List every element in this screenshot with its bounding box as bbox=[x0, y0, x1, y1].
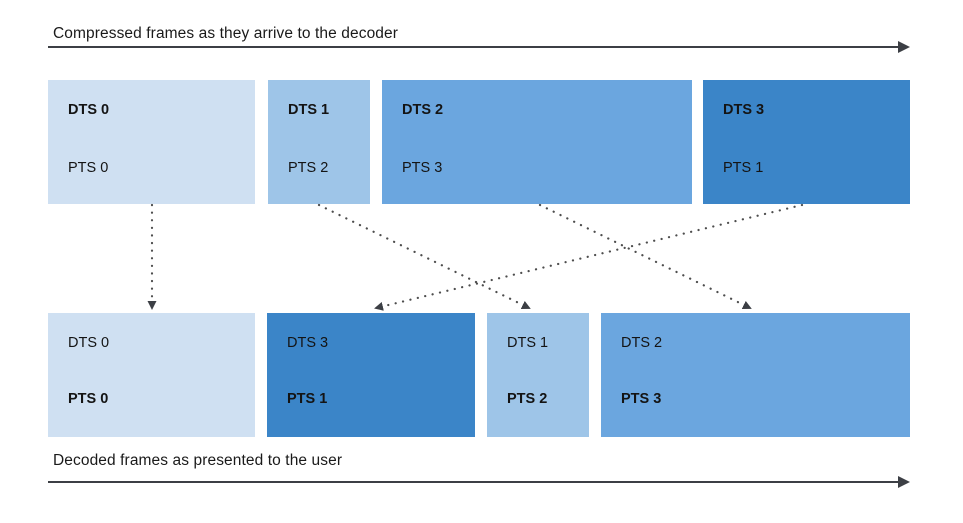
frame-dts-label: DTS 3 bbox=[287, 335, 329, 351]
frame-pts-label: PTS 1 bbox=[723, 160, 764, 176]
connector-dts3-to-pts1 bbox=[374, 203, 804, 311]
frame-box: DTS 3 PTS 1 bbox=[267, 313, 475, 437]
frame-box: DTS 0 PTS 0 bbox=[48, 313, 255, 437]
bottom-axis-caption: Decoded frames as presented to the user bbox=[53, 452, 343, 469]
top-timeline-arrow bbox=[48, 41, 910, 53]
frame-dts-label: DTS 1 bbox=[507, 335, 549, 351]
top-axis-caption: Compressed frames as they arrive to the … bbox=[53, 25, 398, 42]
frame-pts-label: PTS 1 bbox=[287, 391, 328, 407]
frame-dts-label: DTS 3 bbox=[723, 102, 765, 118]
bottom-arrow-shaft bbox=[48, 481, 900, 483]
top-arrow-shaft bbox=[48, 46, 900, 48]
frame-box: DTS 1 PTS 2 bbox=[268, 80, 370, 204]
frame-pts-label: PTS 2 bbox=[288, 160, 329, 176]
frame-pts-label: PTS 3 bbox=[402, 160, 443, 176]
frame-box: DTS 3 PTS 1 bbox=[703, 80, 910, 204]
connector-dts2-to-pts3 bbox=[538, 203, 752, 310]
frame-box: DTS 2 PTS 3 bbox=[601, 313, 910, 437]
frame-dts-label: DTS 2 bbox=[621, 335, 663, 351]
frame-pts-label: PTS 0 bbox=[68, 160, 109, 176]
frame-dts-label: DTS 0 bbox=[68, 335, 110, 351]
frame-dts-label: DTS 1 bbox=[288, 102, 330, 118]
bottom-timeline-arrow bbox=[48, 476, 910, 488]
frame-dts-label: DTS 0 bbox=[68, 102, 110, 118]
bottom-arrowhead-icon bbox=[898, 476, 910, 488]
frame-box: DTS 0 PTS 0 bbox=[48, 80, 255, 204]
connector-dts1-to-pts2 bbox=[317, 203, 531, 310]
frame-pts-label: PTS 3 bbox=[621, 391, 662, 407]
frame-box: DTS 1 PTS 2 bbox=[487, 313, 589, 437]
frame-dts-label: DTS 2 bbox=[402, 102, 444, 118]
top-arrowhead-icon bbox=[898, 41, 910, 53]
frame-pts-label: PTS 2 bbox=[507, 391, 548, 407]
frame-box: DTS 2 PTS 3 bbox=[382, 80, 692, 204]
frame-pts-label: PTS 0 bbox=[68, 391, 109, 407]
